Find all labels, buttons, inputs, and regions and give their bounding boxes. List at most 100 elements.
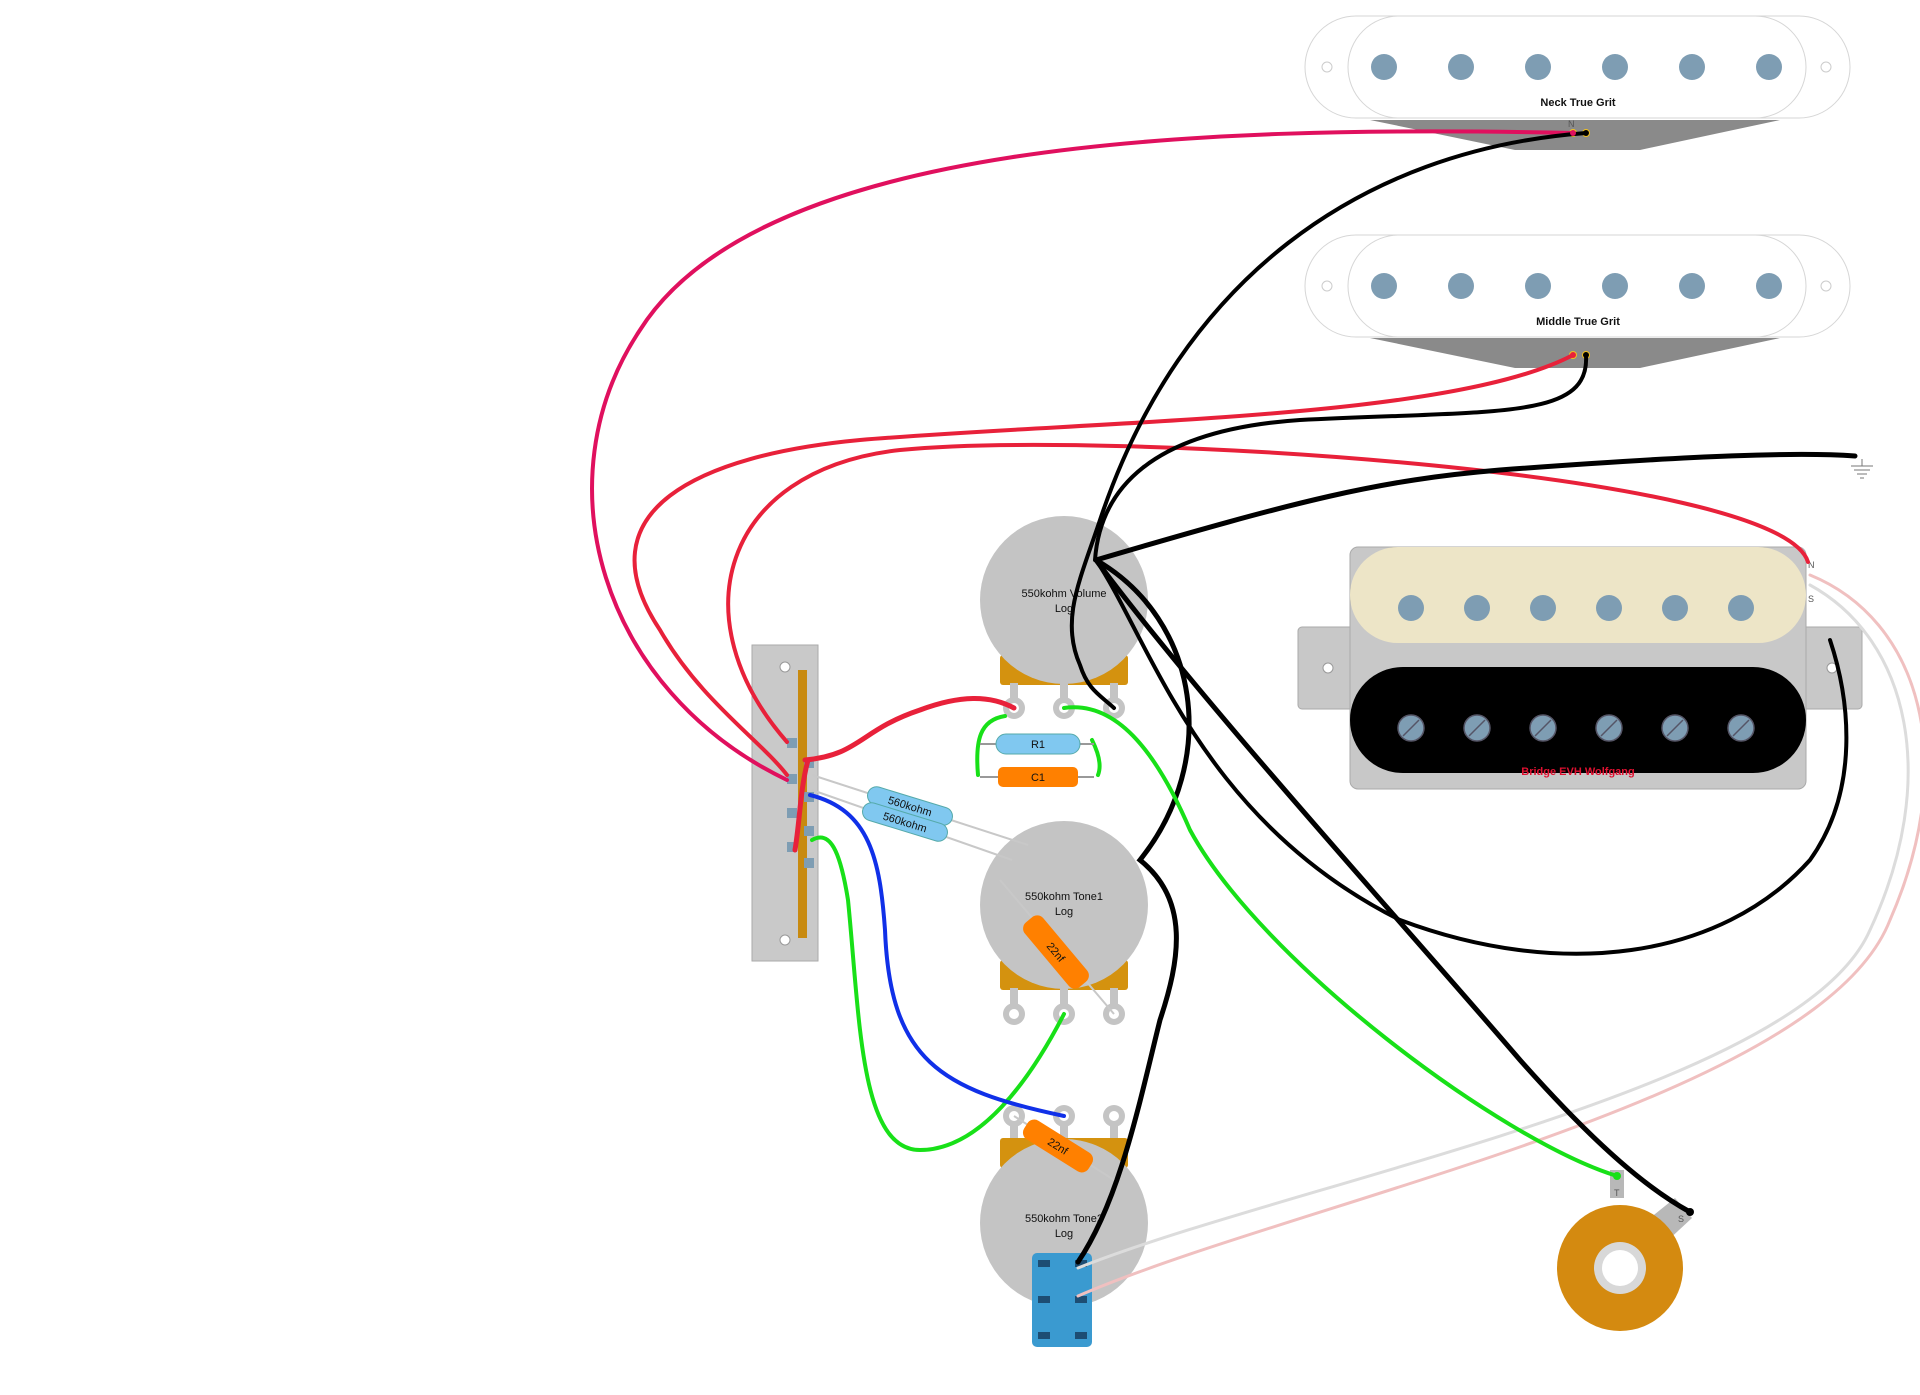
bridge-pole-piece [1596, 595, 1622, 621]
wiring [590, 129, 1920, 1298]
tone2-lug-stem [1110, 1124, 1118, 1140]
neck-pole-piece [1448, 54, 1474, 80]
neck-mount-hole-left [1321, 61, 1333, 73]
tone2-capacitor: 22nf [1013, 1115, 1115, 1181]
neck-pole-piece [1525, 54, 1551, 80]
wire-tone-ground [1075, 557, 1192, 1265]
jack-hole [1602, 1250, 1638, 1286]
wire-bleed-right [1090, 738, 1102, 777]
bridge-pickup-label: Bridge EVH Wolfgang [1521, 766, 1634, 778]
wire-bleed-left [975, 714, 1007, 777]
bridge-pole-piece [1530, 595, 1556, 621]
neck-pole-piece [1371, 54, 1397, 80]
tone1-pot-label: 550kohm Tone1 [1025, 891, 1103, 903]
wire-bridge-ground [1094, 558, 1849, 956]
switch-resistors: 560kohm 560kohm [811, 774, 1029, 861]
bridge-coil-cream [1350, 547, 1806, 643]
neck-pickup-cover [1347, 15, 1807, 119]
solder-points [1570, 130, 1694, 1216]
bridge-terminal-s: S [1808, 594, 1814, 604]
bridge-pole-piece [1728, 595, 1754, 621]
capacitor-22nf-tone2[interactable] [1020, 1117, 1096, 1176]
middle-pole-piece [1525, 273, 1551, 299]
middle-pole-piece [1756, 273, 1782, 299]
bridge-humbucker: Bridge EVH Wolfgang N S [1297, 546, 1863, 790]
neck-mount-hole-right [1820, 61, 1832, 73]
wire-tone2 [808, 793, 1066, 1118]
middle-pole-piece [1602, 273, 1628, 299]
neck-pole-piece [1679, 54, 1705, 80]
switch-lug [804, 826, 814, 836]
volume-pot-body [980, 516, 1148, 684]
tone2-pot[interactable]: 550kohm Tone2 Log [980, 1105, 1148, 1347]
tone2-pot-taper: Log [1055, 1228, 1073, 1240]
capacitor-c1[interactable] [998, 767, 1078, 787]
switch-lug [787, 842, 797, 852]
c1-label: C1 [1031, 772, 1045, 784]
middle-pickup-cover [1347, 234, 1807, 338]
switch-mount-hole-top [779, 661, 791, 673]
push-pull-lug [1075, 1260, 1087, 1267]
jack-terminal-t: T [1614, 1188, 1620, 1198]
jack-terminal-s: S [1678, 1214, 1684, 1224]
volume-pot-label: 550kohm Volume [1022, 588, 1107, 600]
middle-pole-piece [1448, 273, 1474, 299]
tone1-lug-stem [1010, 988, 1018, 1004]
tone1-lug-1-hole [1009, 1009, 1019, 1019]
bridge-pole-piece [1662, 595, 1688, 621]
wire-neck-ground [1069, 131, 1588, 710]
tone2-lug-stem [1010, 1124, 1018, 1140]
wire-switch-to-volume [802, 696, 1017, 763]
resistor-r1[interactable] [995, 733, 1081, 755]
wire-bridge-hot [726, 442, 1810, 744]
wire-output-hot [1062, 705, 1619, 1178]
middle-mount-hole-right [1820, 280, 1832, 292]
neck-pickup-label: Neck True Grit [1540, 97, 1616, 109]
wire-middle-hot [632, 353, 1575, 777]
switch-plate [751, 644, 819, 962]
tone2-lug-3-hole [1109, 1111, 1119, 1121]
push-pull-lug [1075, 1296, 1087, 1303]
resistor-560k-b[interactable] [860, 801, 949, 844]
bridge-terminal-n: N [1808, 560, 1815, 570]
push-pull-lug [1075, 1332, 1087, 1339]
switch-lug [804, 858, 814, 868]
switch-lug [787, 774, 797, 784]
tone1-lug-stem [1060, 988, 1068, 1004]
switch-lug [787, 808, 797, 818]
volume-pot[interactable]: 550kohm Volume Log [980, 516, 1148, 719]
wire-bridge-white [1076, 583, 1910, 1270]
tone1-pot-taper: Log [1055, 906, 1073, 918]
bridge-pole-piece [1464, 595, 1490, 621]
output-jack[interactable]: T S [1557, 1170, 1692, 1331]
middle-pickup-label: Middle True Grit [1536, 316, 1620, 328]
wire-bridge-pink [1076, 573, 1920, 1298]
neck-terminal-n: N [1568, 119, 1575, 129]
tone2-pot-body [980, 1139, 1148, 1307]
bridge-coil-black [1350, 667, 1806, 773]
wire-middle-ground [1093, 353, 1589, 562]
neck-pickup: Neck True Grit N [1304, 15, 1851, 150]
ground-symbol [1851, 459, 1873, 479]
bridge-mount-hole-left [1322, 662, 1334, 674]
five-way-switch[interactable] [751, 644, 819, 962]
middle-pole-piece [1679, 273, 1705, 299]
push-pull-switch[interactable] [1032, 1253, 1092, 1347]
wire-switch-jumper [792, 757, 811, 853]
middle-pickup: Middle True Grit [1304, 234, 1851, 368]
tone1-capacitor: 22nf [999, 879, 1115, 1015]
treble-bleed: R1 C1 [980, 733, 1094, 787]
tone1-lug-stem [1110, 988, 1118, 1004]
capacitor-22nf-tone1[interactable] [1020, 912, 1092, 992]
neck-pole-piece [1756, 54, 1782, 80]
tone2-pot-label: 550kohm Tone2 [1025, 1213, 1103, 1225]
tone1-pot[interactable]: 550kohm Tone1 Log [980, 821, 1148, 1025]
middle-mount-hole-left [1321, 280, 1333, 292]
volume-lug-stem [1110, 683, 1118, 699]
wire-jack-ground [1093, 557, 1693, 1215]
push-pull-lug [1038, 1296, 1050, 1303]
switch-mount-hole-bottom [779, 934, 791, 946]
push-pull-lug [1038, 1332, 1050, 1339]
switch-lug [804, 792, 814, 802]
